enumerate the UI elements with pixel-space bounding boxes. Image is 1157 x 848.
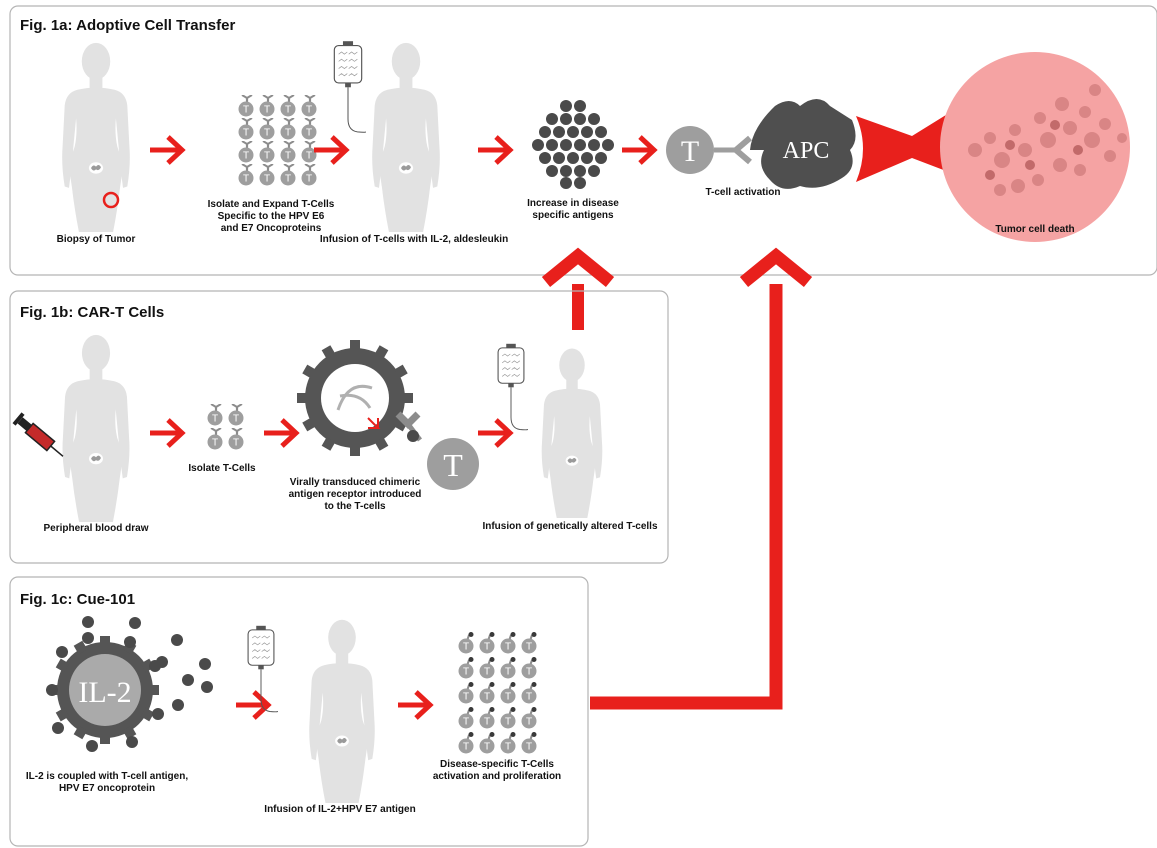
panel-cue-101: Fig. 1c: Cue-101 IL-2 [9, 576, 589, 847]
patient-figure-icon [309, 619, 375, 803]
connector-c-to-a [590, 247, 813, 710]
arrow-icon [314, 137, 346, 163]
patient-figure-icon [541, 348, 603, 518]
virus-vector-icon [297, 340, 413, 456]
patient-figure-icon [62, 334, 130, 522]
tumor-cell-icon [940, 52, 1130, 242]
caption-infusion-car-t: Infusion of genetically altered T-cells [482, 521, 657, 532]
caption-increase-1: Increase in disease [527, 198, 619, 209]
tcell-apc-binding: T APC [666, 99, 856, 189]
iv-bag-icon [333, 40, 366, 134]
arrow-icon [150, 137, 182, 163]
caption-isolate-expand-1: Isolate and Expand T-Cells [208, 199, 335, 210]
arrow-icon [264, 420, 296, 446]
caption-virus-3: to the T-cells [324, 501, 386, 512]
panel-c-frame [9, 576, 589, 847]
tcell-grid-activated [457, 632, 538, 754]
patient-figure-icon [372, 42, 440, 232]
caption-isolate-expand-2: Specific to the HPV E6 [218, 211, 325, 222]
tcell-grid-expanded [237, 95, 318, 186]
panel-car-t-cells: Fig. 1b: CAR-T Cells Peripheral blood dr… [9, 290, 669, 564]
car-tcell-glyph: T [443, 447, 463, 483]
caption-il2-1: IL-2 is coupled with T-cell antigen, [26, 771, 188, 782]
panel-a-frame [9, 5, 1157, 276]
caption-isolate-expand-3: and E7 Oncoproteins [221, 223, 322, 234]
big-arrow-icon [856, 110, 954, 182]
arrow-icon [478, 137, 510, 163]
iv-bag-icon [497, 342, 528, 431]
tcell-grid-isolated [206, 404, 245, 450]
car-tcell-icon: T [367, 411, 479, 490]
connector-b-to-a [541, 247, 615, 330]
antigen-cluster [532, 100, 614, 189]
free-antigen-dots [82, 616, 213, 711]
arrow-icon [398, 692, 430, 718]
syringe-icon [12, 412, 64, 457]
tumor-marker-icon [102, 191, 120, 209]
panel-b-title: Fig. 1b: CAR-T Cells [20, 304, 164, 321]
apc-cell-icon [750, 99, 856, 189]
caption-virus-1: Virally transduced chimeric [290, 477, 421, 488]
panel-c-title: Fig. 1c: Cue-101 [20, 591, 135, 608]
tcell-glyph: T [681, 135, 699, 168]
il2-label: IL-2 [78, 676, 131, 709]
caption-blood-draw: Peripheral blood draw [43, 523, 148, 534]
caption-tumor-death: Tumor cell death [995, 224, 1074, 235]
arrow-icon [478, 420, 510, 446]
caption-virus-2: antigen receptor introduced [289, 489, 422, 500]
caption-biopsy: Biopsy of Tumor [57, 234, 136, 245]
caption-activation-2: activation and proliferation [433, 771, 561, 782]
caption-activation-1: Disease-specific T-Cells [440, 759, 554, 770]
caption-infusion-il2: Infusion of T-cells with IL-2, aldesleuk… [320, 234, 508, 245]
panel-b-frame [9, 290, 669, 564]
apc-label: APC [783, 138, 830, 164]
arrow-icon [236, 692, 268, 718]
patient-figure-icon [62, 42, 130, 232]
arrow-icon [150, 420, 182, 446]
il2-complex-icon: IL-2 [46, 632, 164, 752]
caption-infusion-il2-e7: Infusion of IL-2+HPV E7 antigen [264, 804, 415, 815]
caption-increase-2: specific antigens [532, 210, 614, 221]
caption-isolate-tcells: Isolate T-Cells [188, 463, 256, 474]
arrow-icon [622, 137, 654, 163]
caption-tcell-activation: T-cell activation [705, 187, 780, 198]
tcell-icon [666, 126, 714, 174]
panel-adoptive-cell-transfer: Fig. 1a: Adoptive Cell Transfer Biopsy o… [9, 5, 1157, 276]
panel-a-title: Fig. 1a: Adoptive Cell Transfer [20, 17, 235, 34]
caption-il2-2: HPV E7 oncoprotein [59, 783, 155, 794]
